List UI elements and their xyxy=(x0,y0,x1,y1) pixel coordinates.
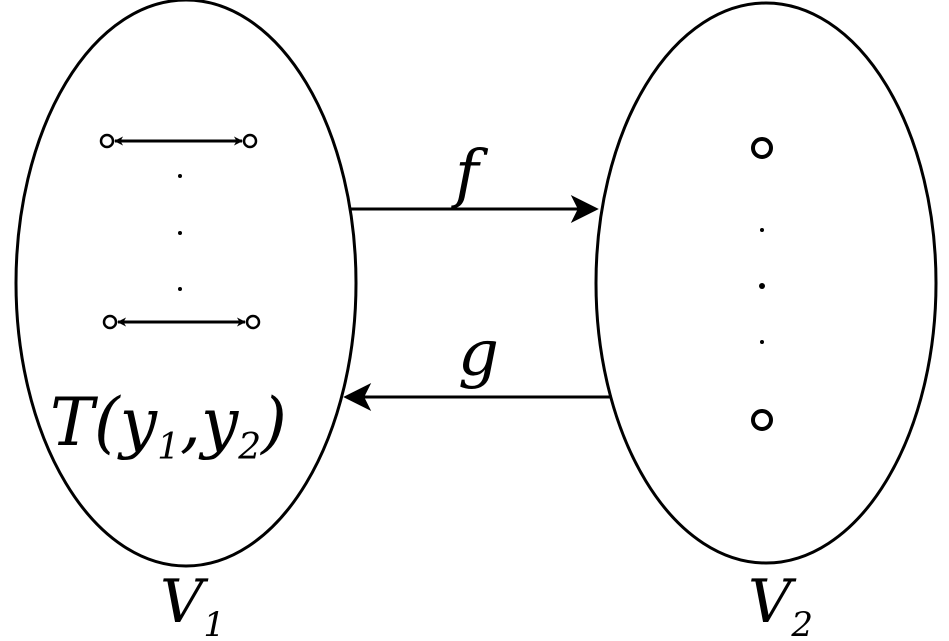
set-v1-label: V1 xyxy=(160,567,225,641)
vertex xyxy=(245,314,261,330)
vertex xyxy=(102,314,118,330)
map-g: g xyxy=(343,317,612,411)
right-set-contents xyxy=(751,137,773,431)
label-prefix: T(y xyxy=(50,384,158,461)
ellipsis-dot xyxy=(178,231,182,235)
ellipsis-dot xyxy=(178,174,182,178)
vertex-pair-bottom xyxy=(102,314,261,330)
ellipsis-dot xyxy=(178,287,182,291)
vertex-pair-top xyxy=(99,133,258,149)
ellipsis-dot xyxy=(760,228,764,232)
map-g-label: g xyxy=(458,317,499,391)
vertical-ellipsis-left xyxy=(178,174,182,291)
vertex xyxy=(751,409,773,431)
set-v1-main: V xyxy=(160,567,209,637)
set-v2-sub: 2 xyxy=(790,605,813,641)
map-f: f xyxy=(350,137,599,223)
label-sub-1: 1 xyxy=(157,427,180,468)
vertex xyxy=(242,133,258,149)
set-v2-main: V xyxy=(748,567,797,637)
label-sub-2: 2 xyxy=(237,427,261,468)
label-mid: ,y xyxy=(180,384,239,461)
ellipsis-dot xyxy=(760,340,764,344)
set-v2-ellipse xyxy=(594,1,938,565)
map-f-label: f xyxy=(451,137,489,211)
set-v1-ellipse xyxy=(14,0,358,568)
vertex xyxy=(99,133,115,149)
set-v1-sub: 1 xyxy=(203,605,225,641)
set-function-label: T(y1,y2) xyxy=(50,384,287,468)
vertex xyxy=(751,137,773,159)
label-suffix: ) xyxy=(259,384,287,461)
ellipsis-dot xyxy=(759,283,765,289)
set-v2-label: V2 xyxy=(748,567,813,641)
